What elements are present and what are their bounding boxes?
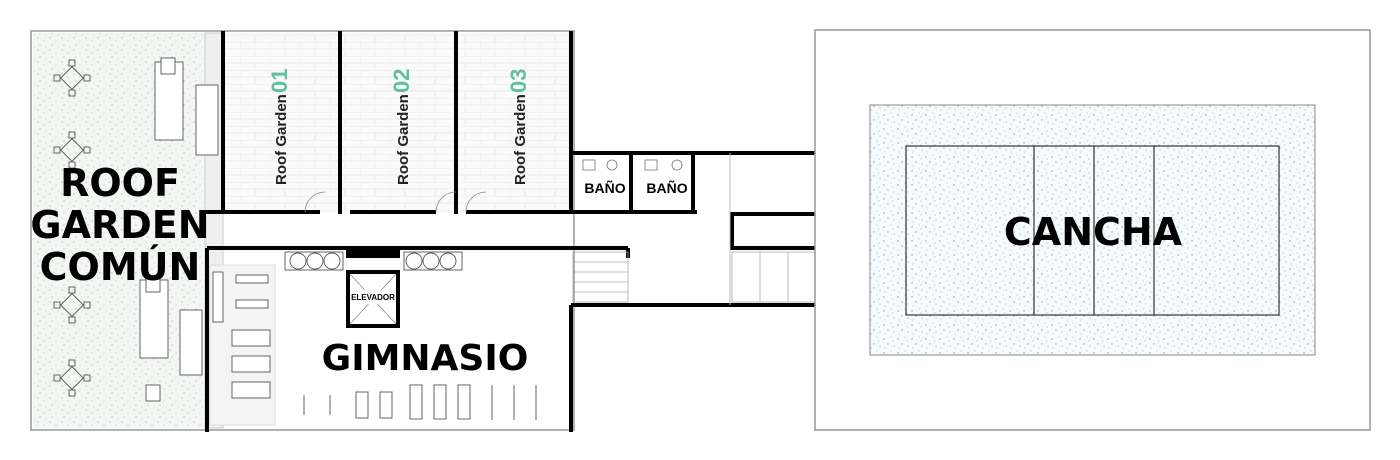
bathroom-1-label: BAÑO <box>584 179 625 196</box>
gym-label: GIMNASIO <box>322 338 529 379</box>
svg-text:Roof Garden: Roof Garden <box>273 94 290 185</box>
roof-garden-label-01: Roof Garden 01 <box>267 69 292 185</box>
court-label: CANCHA <box>1004 210 1183 254</box>
bathroom-fixtures <box>582 159 683 171</box>
garden-furniture <box>53 57 219 402</box>
svg-text:02: 02 <box>389 69 414 93</box>
elevator-label: ELEVADOR <box>351 293 395 302</box>
svg-text:03: 03 <box>506 69 531 93</box>
court-lines <box>905 145 1280 316</box>
roof-garden-common-label-line3: COMÚN <box>40 245 201 289</box>
roof-garden-common-label-line2: GARDEN <box>30 203 209 247</box>
svg-text:Roof Garden: Roof Garden <box>395 94 412 185</box>
service-room <box>730 212 820 250</box>
private-roof-gardens-area <box>223 33 571 213</box>
door-swings <box>304 191 487 213</box>
roof-garden-label-03: Roof Garden 03 <box>506 69 531 185</box>
elevator-shaft-top <box>346 246 400 258</box>
court-surface <box>869 104 1316 356</box>
stairs <box>572 251 817 303</box>
roof-garden-common-label-line1: ROOF <box>60 161 180 205</box>
gym-equipment <box>212 251 537 420</box>
roof-garden-walls <box>205 31 573 214</box>
bathroom-2-label: BAÑO <box>646 179 687 196</box>
svg-text:01: 01 <box>267 69 292 93</box>
svg-text:Roof Garden: Roof Garden <box>512 94 529 185</box>
roof-garden-label-02: Roof Garden 02 <box>389 69 414 185</box>
corridor-walls <box>205 151 818 432</box>
